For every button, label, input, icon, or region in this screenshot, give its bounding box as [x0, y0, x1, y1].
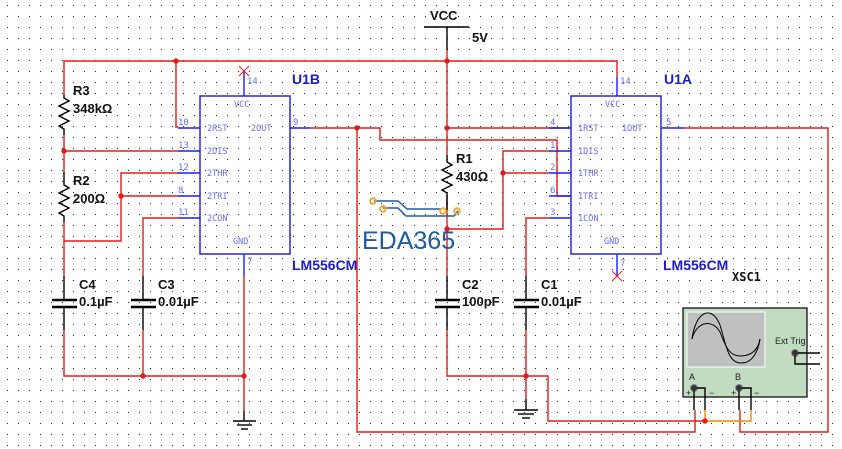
vcc-label: VCC	[430, 8, 458, 23]
pin-num: 12	[178, 163, 189, 173]
chip-ref-label: U1A	[664, 71, 692, 87]
resistor-value: 430Ω	[456, 169, 488, 184]
minus-sign: −	[754, 388, 759, 398]
pin-num: 7	[620, 259, 625, 269]
pin-num: 10	[178, 118, 189, 128]
oscilloscope-ref: XSC1	[732, 270, 761, 284]
vcc-value: 5V	[472, 30, 488, 45]
ext-trig-label: Ext Trig	[775, 336, 806, 346]
pin-num: 1	[550, 141, 555, 151]
pin-num: 5	[666, 118, 671, 128]
vcc-power-symbol[interactable]: VCC 5V	[424, 8, 488, 50]
pin-num: 14	[620, 77, 631, 87]
pin-num: 8	[178, 186, 183, 196]
resistor-ref: R3	[73, 83, 90, 98]
pin-num: 6	[550, 186, 555, 196]
ground-icon	[514, 399, 538, 419]
no-connect-icon	[238, 65, 250, 77]
resistor-ref: R2	[73, 173, 90, 188]
channel-b-terminal[interactable]	[735, 384, 743, 392]
pin-name: VCC	[234, 100, 249, 110]
capacitor-ref: C1	[541, 277, 558, 292]
pin-name: 2OUT	[251, 124, 271, 134]
resistor-value: 200Ω	[73, 191, 105, 206]
capacitor-value: 0.01µF	[158, 294, 199, 309]
capacitor-ref: C2	[462, 277, 479, 292]
capacitor-ref: C3	[158, 277, 175, 292]
pin-num: 11	[178, 208, 189, 218]
capacitor-value: 100pF	[462, 294, 500, 309]
chip-part-label: LM556CM	[292, 257, 357, 273]
chip-u1a[interactable]: 14 7 5 4 1 2 6 3 VCC 1RST 1OUT 1DIS 1THR…	[549, 71, 728, 282]
pin-num: 3	[550, 208, 555, 218]
capacitor-value: 0.01µF	[541, 294, 582, 309]
pin-num: 4	[550, 118, 555, 128]
pin-name: 1DIS	[578, 147, 598, 157]
eda365-logo: EDA365	[362, 197, 461, 255]
pin-num: 14	[247, 77, 258, 87]
resistor-ref: R1	[456, 151, 473, 166]
chip-part-label: LM556CM	[663, 257, 728, 273]
plus-sign: +	[731, 388, 736, 398]
capacitor-c2[interactable]: C2 100pF	[435, 276, 500, 330]
pin-num: 9	[293, 118, 298, 128]
pin-name: 1RST	[578, 124, 598, 134]
capacitor-c4[interactable]: C4 0.1µF	[52, 276, 113, 330]
no-connect-icon	[611, 270, 623, 282]
pin-name: 2TRI	[207, 192, 227, 202]
pin-num: 13	[178, 141, 189, 151]
pin-num: 7	[247, 257, 252, 267]
resistor-value: 348kΩ	[73, 101, 112, 116]
resistor-r2[interactable]: R2 200Ω	[57, 172, 105, 222]
capacitor-ref: C4	[79, 277, 96, 292]
pin-name: 1TRI	[578, 192, 598, 202]
ground-icon	[233, 411, 256, 430]
plus-sign: +	[686, 388, 691, 398]
channel-a-terminal[interactable]	[690, 384, 698, 392]
oscilloscope-xsc1[interactable]: XSC1 Ext Trig A B + − + −	[682, 270, 820, 410]
junctions	[61, 58, 708, 424]
ext-trig-terminal[interactable]	[791, 349, 799, 357]
capacitor-c1[interactable]: C1 0.01µF	[514, 276, 582, 330]
pin-name: GND	[604, 237, 619, 247]
channel-b-label: B	[735, 372, 741, 382]
pin-name: VCC	[605, 100, 620, 110]
pin-name: 2CON	[207, 214, 227, 224]
capacitor-value: 0.1µF	[79, 294, 113, 309]
pin-name: 2RST	[207, 124, 227, 134]
pin-name: 2DIS	[207, 147, 227, 157]
pin-num: 2	[550, 163, 555, 173]
pin-name: 1THR	[578, 169, 599, 179]
chip-ref-label: U1B	[292, 71, 320, 87]
channel-a-label: A	[689, 372, 695, 382]
capacitor-c3[interactable]: C3 0.01µF	[131, 276, 199, 330]
wires	[63, 50, 829, 433]
chip-u1b[interactable]: 14 7 9 10 13 12 8 11 VCC 2RST 2OUT 2DIS …	[178, 65, 357, 276]
logo-text: EDA365	[362, 227, 455, 255]
pin-name: 1CON	[578, 214, 598, 224]
pin-name: 1OUT	[622, 124, 642, 134]
pin-name: GND	[233, 237, 248, 247]
minus-sign: −	[709, 388, 714, 398]
scope-ground-wire	[704, 410, 752, 422]
resistor-r1[interactable]: R1 430Ω	[440, 151, 488, 210]
pin-name: 2THR	[207, 169, 228, 179]
resistor-r3[interactable]: R3 348kΩ	[57, 83, 112, 135]
waveform-icon	[691, 312, 761, 364]
